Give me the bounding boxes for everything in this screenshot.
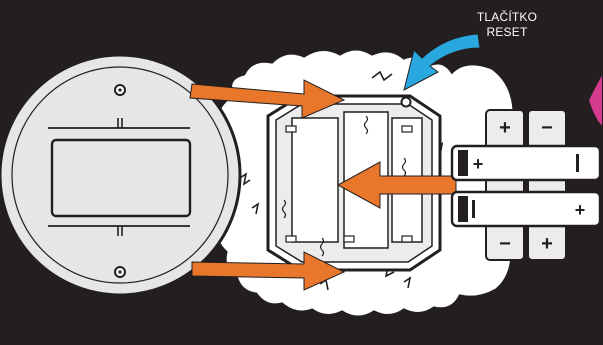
orange-arrows <box>189 79 457 291</box>
battery-sign: + <box>541 233 553 255</box>
battery-icon: + <box>450 144 602 182</box>
battery-sign: − <box>499 233 511 255</box>
battery-sign: + <box>473 154 484 174</box>
reset-label-line2: RESET <box>486 25 528 39</box>
battery-icon: + <box>450 190 602 228</box>
battery-sign: + <box>499 117 511 139</box>
reset-button-label: TLAČÍTKO RESET <box>452 10 562 40</box>
arrow-bottom-icon <box>191 251 346 291</box>
reset-label-line1: TLAČÍTKO <box>476 10 538 24</box>
battery-sign: + <box>575 200 586 220</box>
arrow-top-icon <box>189 79 346 119</box>
pink-accent-shape <box>586 70 603 130</box>
batteries: + − − + + + <box>450 109 602 261</box>
battery-cover <box>0 53 242 297</box>
reset-button-icon <box>400 96 412 108</box>
reset-arrow-icon <box>403 33 481 91</box>
battery-contacts <box>281 115 413 257</box>
arrow-battery-icon <box>336 161 457 209</box>
battery-sign: − <box>541 117 553 139</box>
